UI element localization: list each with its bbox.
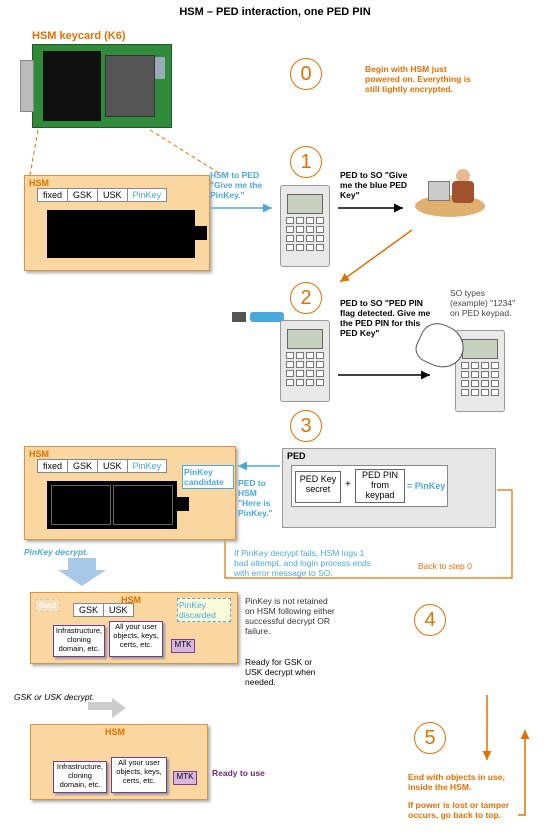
step-0-text: Begin with HSM just powered on. Everythi… bbox=[365, 64, 471, 94]
desk bbox=[415, 195, 485, 217]
key-fields-3: GSK USK bbox=[73, 603, 134, 617]
pinkey-discarded: PinKey discarded bbox=[177, 598, 231, 622]
pinkey-not-retained: PinKey is not retained on HSM following … bbox=[245, 596, 335, 636]
pinkey-candidate: PinKey candidate bbox=[182, 465, 234, 489]
key-fixed: fixed bbox=[43, 190, 63, 200]
step-4-circle: 4 bbox=[414, 604, 446, 636]
keycard-module bbox=[105, 55, 155, 117]
security-officer-image bbox=[410, 165, 490, 230]
step-1-hsm-to-ped: HSM to PED "Give me the PinKey." bbox=[210, 170, 263, 200]
arrow-up-top bbox=[518, 730, 530, 816]
key-usk: USK bbox=[97, 460, 127, 472]
step-1-ped-to-so: PED to SO "Give me the blue PED Key" bbox=[340, 170, 408, 200]
encrypted-block-2 bbox=[47, 481, 177, 529]
hsm-panel-3-title: HSM bbox=[121, 595, 141, 605]
ped-box-title: PED bbox=[287, 451, 306, 461]
ped-key-cap bbox=[232, 312, 246, 322]
step-1-circle: 1 bbox=[290, 146, 322, 178]
key-pinkey: PinKey bbox=[126, 460, 167, 472]
hsm-panel-2: HSM fixed GSK USK PinKey PinKey candidat… bbox=[24, 446, 236, 540]
ready-for-decrypt: Ready for GSK or USK decrypt when needed… bbox=[245, 657, 316, 687]
ped-screen-1 bbox=[287, 194, 323, 214]
decrypt-arrow-head bbox=[58, 570, 106, 586]
end-text: End with objects in use, inside the HSM. bbox=[408, 772, 505, 792]
dash-right bbox=[149, 129, 223, 176]
step-2-so-types: SO types (example) "1234" on PED keypad. bbox=[450, 288, 516, 318]
hsm-panel-4-title: HSM bbox=[105, 727, 125, 737]
user-objects-box-2: All your user objects, keys, certs, etc. bbox=[111, 757, 167, 793]
equals-pinkey: = PinKey bbox=[407, 481, 446, 491]
encrypted-cell-b bbox=[113, 485, 173, 525]
key-pinkey: PinKey bbox=[126, 189, 167, 201]
step-3-ped-to-hsm: PED to HSM "Here is PinKey." bbox=[238, 478, 273, 518]
ped-pin-from-keypad: PED PIN from keypad bbox=[355, 469, 405, 503]
back-to-step-0: Back to step 0 bbox=[418, 561, 472, 571]
infra-box-2: Infrastructure, cloning domain, etc. bbox=[53, 761, 107, 793]
key-gsk: GSK bbox=[79, 605, 99, 615]
page-title: HSM – PED interaction, one PED PIN bbox=[179, 6, 371, 18]
arrow-so-to-ped bbox=[339, 229, 413, 283]
person-body bbox=[452, 181, 474, 203]
ped-box: PED PED Key secret + PED PIN from keypad… bbox=[282, 448, 496, 528]
keycard-battery bbox=[155, 57, 165, 79]
key-fields-2: fixed GSK USK PinKey bbox=[37, 459, 168, 473]
person-head bbox=[456, 169, 470, 183]
encrypted-block-tab bbox=[193, 226, 207, 240]
ped-keypad-1 bbox=[285, 216, 327, 252]
hsm-panel-title: HSM bbox=[29, 178, 49, 188]
hsm-panel-2-title: HSM bbox=[29, 449, 49, 459]
mtk-box-2: MTK bbox=[173, 771, 197, 785]
user-objects-box: All your user objects, keys, certs, etc. bbox=[109, 621, 163, 657]
keycard-image bbox=[32, 44, 172, 128]
encrypted-block bbox=[47, 210, 195, 258]
dash-left bbox=[29, 129, 39, 176]
ped-key-secret: PED Key secret bbox=[295, 471, 341, 503]
key-fixed: fixed bbox=[43, 461, 63, 471]
key-gsk: GSK bbox=[67, 189, 97, 201]
hsm-panel-3: HSM fixed GSK USK PinKey discarded Infra… bbox=[30, 592, 238, 664]
mtk-box: MTK bbox=[171, 639, 195, 653]
infra-box: Infrastructure, cloning domain, etc. bbox=[53, 625, 105, 657]
keycard-label: HSM keycard (K6) bbox=[32, 30, 126, 42]
power-lost-text: If power is lost or tamper occurs, go ba… bbox=[408, 800, 510, 820]
plus-sign: + bbox=[345, 479, 351, 490]
hsm-panel-1: HSM fixed GSK USK PinKey bbox=[24, 175, 210, 271]
hsm-panel-4: HSM Infrastructure, cloning domain, etc.… bbox=[30, 724, 208, 800]
fail-text: If PinKey decrypt fails, HSM logs 1 bad … bbox=[234, 548, 372, 578]
ready-to-use: Ready to use bbox=[212, 768, 265, 778]
monitor bbox=[428, 181, 450, 201]
keycard-bracket bbox=[20, 60, 34, 112]
gsk-usk-decrypt-label: GSK or USK decrypt. bbox=[14, 692, 95, 702]
key-usk: USK bbox=[103, 604, 133, 616]
step-3-circle: 3 bbox=[290, 410, 322, 442]
pinkey-decrypt-label: PinKey decrypt. bbox=[24, 547, 89, 557]
step-2-circle: 2 bbox=[290, 282, 322, 314]
key-gsk: GSK bbox=[67, 460, 97, 472]
encrypted-block-2-tab bbox=[175, 497, 189, 511]
ped-screen-3 bbox=[462, 339, 498, 359]
decrypt-arrow-2-head bbox=[112, 698, 126, 718]
ped-keypad-3 bbox=[460, 361, 502, 397]
fail-loop bbox=[224, 489, 513, 579]
key-fixed-faded: fixed bbox=[35, 599, 60, 612]
step-0-circle: 0 bbox=[290, 58, 322, 90]
ped-key-usb-icon bbox=[250, 312, 284, 322]
keycard-chip bbox=[43, 51, 101, 121]
decrypt-arrow-2-shaft bbox=[88, 702, 112, 710]
encrypted-cell-a bbox=[51, 485, 111, 525]
ped-screen-2 bbox=[287, 329, 323, 349]
step-5-circle: 5 bbox=[414, 722, 446, 754]
key-usk: USK bbox=[97, 189, 127, 201]
step-2-ped-to-so: PED to SO "PED PIN flag detected. Give m… bbox=[340, 298, 431, 338]
ped-keypad-2 bbox=[285, 351, 327, 387]
key-fields-1: fixed GSK USK PinKey bbox=[37, 188, 168, 202]
decrypt-arrow-shaft bbox=[68, 558, 96, 570]
ped-device-1 bbox=[280, 185, 330, 267]
ped-device-2 bbox=[280, 320, 330, 402]
